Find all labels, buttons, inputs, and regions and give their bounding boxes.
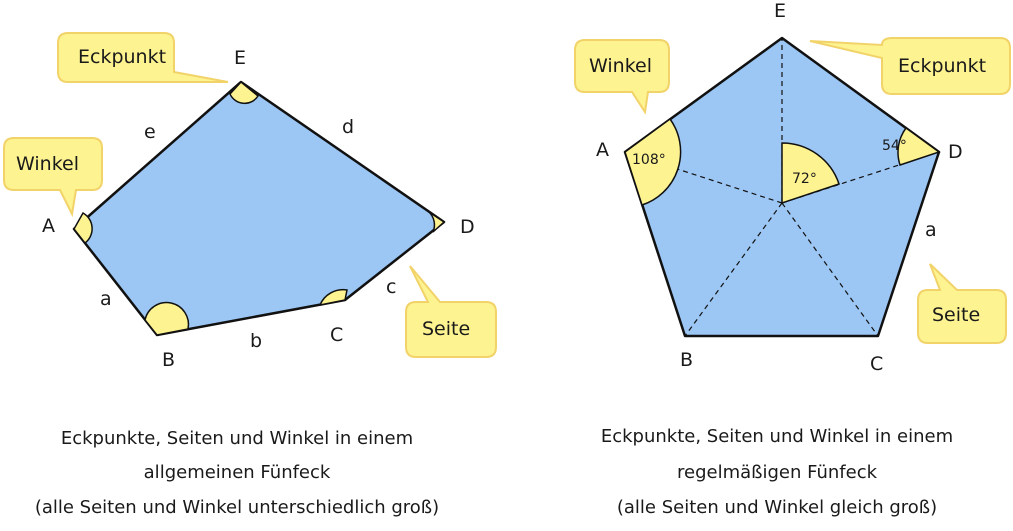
callout-corner-regular-text: Eckpunkt	[898, 55, 986, 77]
angle-marker-interior	[624, 117, 682, 206]
vertex-label-d-regular: D	[948, 141, 963, 163]
side-label-b: b	[250, 330, 262, 352]
callout-corner-regular: Eckpunkt	[809, 37, 1011, 95]
vertex-label-d: D	[460, 216, 475, 238]
angle-label-center: 72°	[792, 171, 817, 187]
angle-marker-center	[781, 142, 840, 205]
caption-regular-line-2: regelmäßigen Fünfeck	[677, 462, 878, 483]
side-label-a: a	[100, 288, 112, 310]
angle-marker-e	[229, 80, 259, 105]
general-pentagon-figure: A B C D E a b c d e Eckpunkt Winkel Seit…	[3, 32, 497, 518]
side-label-e: e	[144, 121, 156, 143]
caption-general-line-2: allgemeinen Fünfeck	[144, 462, 331, 483]
callout-angle-text: Winkel	[16, 153, 79, 175]
angle-marker-c	[318, 288, 348, 307]
caption-regular-line-3: (alle Seiten und Winkel gleich groß)	[617, 497, 937, 518]
callout-side-regular: Seite	[917, 263, 1007, 344]
general-pentagon-shape	[72, 80, 446, 337]
angle-label-interior: 108°	[632, 152, 666, 168]
angle-marker-d	[428, 211, 446, 233]
caption-general-line-1: Eckpunkte, Seiten und Winkel in einem	[61, 428, 413, 449]
angle-marker-half	[897, 126, 941, 166]
callout-angle: Winkel	[3, 137, 103, 218]
side-label-a-regular: a	[925, 219, 937, 241]
callout-angle-regular-text: Winkel	[589, 55, 652, 77]
side-label-c: c	[386, 276, 396, 298]
vertex-label-e: E	[234, 47, 246, 69]
vertex-label-b-regular: B	[680, 349, 693, 371]
vertex-label-a: A	[42, 215, 55, 237]
callout-corner-text: Eckpunkt	[78, 46, 166, 68]
angle-marker-b	[144, 301, 190, 336]
caption-regular-line-1: Eckpunkte, Seiten und Winkel in einem	[601, 426, 953, 447]
side-label-d: d	[342, 116, 354, 138]
regular-pentagon-figure: 108° 72° 54° A B C D E a Winkel Eckpunkt…	[574, 0, 1011, 518]
callout-corner: Eckpunkt	[57, 32, 229, 83]
callout-side: Seite	[405, 265, 497, 358]
vertex-label-b: B	[162, 349, 175, 371]
caption-general-line-3: (alle Seiten und Winkel unterschiedlich …	[35, 497, 439, 518]
vertex-label-a-regular: A	[596, 139, 609, 161]
angle-label-half: 54°	[882, 138, 907, 154]
angle-marker-a	[73, 211, 93, 245]
vertex-label-c: C	[330, 324, 343, 346]
callout-side-regular-text: Seite	[932, 304, 980, 326]
callout-angle-regular: Winkel	[574, 39, 670, 115]
vertex-label-c-regular: C	[870, 353, 883, 375]
vertex-label-e-regular: E	[774, 0, 786, 22]
callout-side-text: Seite	[422, 318, 470, 340]
